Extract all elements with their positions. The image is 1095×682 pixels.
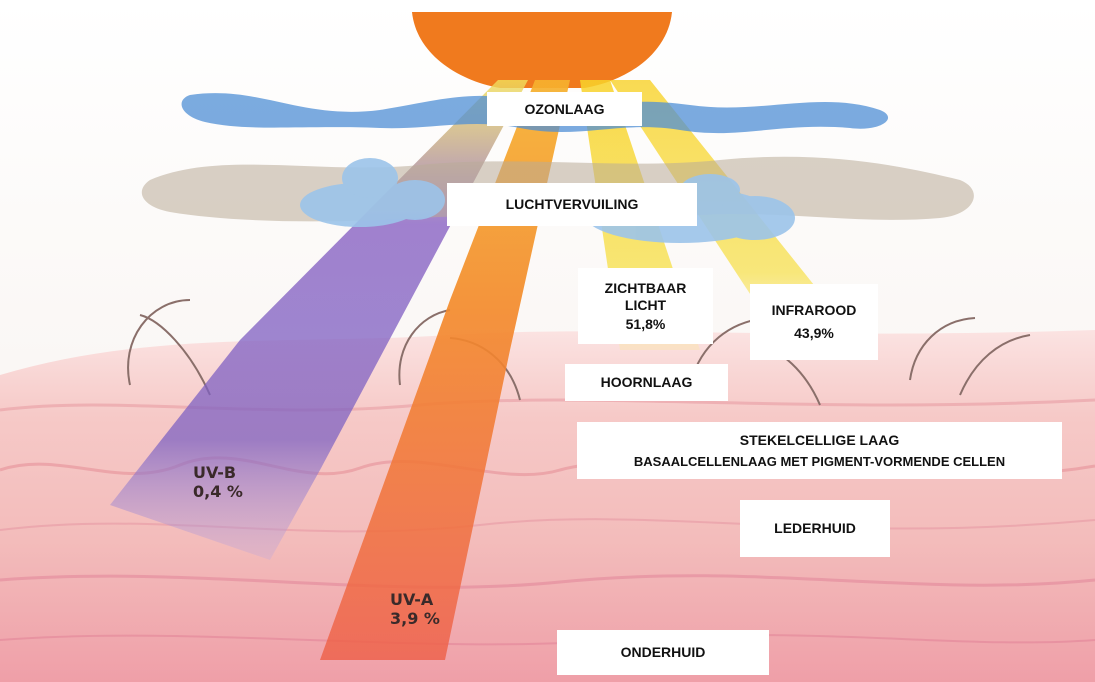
uva-pct: 3,9 % xyxy=(390,609,440,628)
label-basaalcellen-text: BASAALCELLENLAAG MET PIGMENT-VORMENDE CE… xyxy=(634,453,1005,470)
label-zichtbaar-pct: 51,8% xyxy=(626,316,666,333)
label-hoornlaag: HOORNLAAG xyxy=(565,364,728,401)
uvb-label: UV-B 0,4 % xyxy=(193,463,243,501)
label-hoornlaag-text: HOORNLAAG xyxy=(601,374,693,391)
uvb-pct: 0,4 % xyxy=(193,482,243,501)
label-zichtbaar-line1: ZICHTBAAR xyxy=(605,280,687,297)
label-stekelcellige-text: STEKELCELLIGE LAAG xyxy=(740,432,899,449)
label-infrarood: INFRAROOD 43,9% xyxy=(750,284,878,360)
uva-name: UV-A xyxy=(390,590,440,609)
label-ozonlaag: OZONLAAG xyxy=(487,92,642,126)
label-zichtbaar-licht: ZICHTBAAR LICHT 51,8% xyxy=(578,268,713,344)
uvb-name: UV-B xyxy=(193,463,243,482)
label-onderhuid: ONDERHUID xyxy=(557,630,769,675)
label-luchtvervuiling: LUCHTVERVUILING xyxy=(447,183,697,226)
uva-label: UV-A 3,9 % xyxy=(390,590,440,628)
label-onderhuid-text: ONDERHUID xyxy=(621,644,706,661)
label-lederhuid: LEDERHUID xyxy=(740,500,890,557)
label-luchtvervuiling-text: LUCHTVERVUILING xyxy=(506,196,639,213)
label-lederhuid-text: LEDERHUID xyxy=(774,520,856,537)
label-ozonlaag-text: OZONLAAG xyxy=(524,101,604,118)
label-epidermis-layers: STEKELCELLIGE LAAG BASAALCELLENLAAG MET … xyxy=(577,422,1062,479)
label-zichtbaar-line2: LICHT xyxy=(625,297,666,314)
label-infrarood-text: INFRAROOD xyxy=(772,302,857,319)
label-infrarood-pct: 43,9% xyxy=(794,325,834,342)
